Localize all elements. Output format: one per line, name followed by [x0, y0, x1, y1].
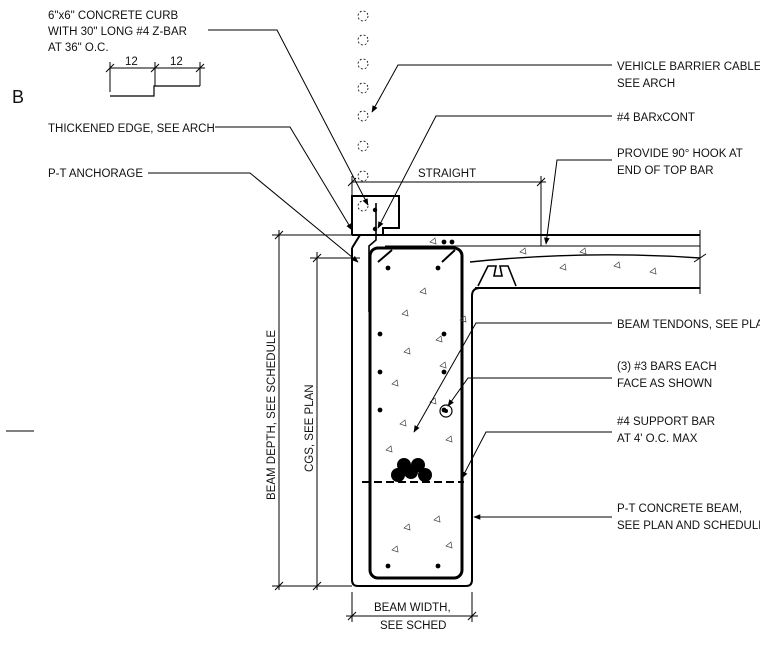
anchorage-leader: [148, 172, 359, 263]
section-letter: B: [12, 87, 24, 107]
cable-leader: [371, 64, 612, 113]
beam-width-label-line2: SEE SCHED: [380, 620, 446, 632]
beam-tendons: [391, 458, 432, 482]
stirrup: [368, 246, 464, 580]
cgs-dimension: CGS, SEE PLAN: [304, 252, 360, 591]
curb-outline: [351, 195, 400, 235]
cable-label-line2: SEE ARCH: [617, 78, 675, 90]
stirrup-hook: [377, 249, 456, 263]
bar-cont-label: #4 BARxCONT: [617, 112, 695, 124]
pt-anchorage-label: P-T ANCHORAGE: [48, 168, 143, 180]
concrete-hatch: [385, 237, 657, 553]
hook-label-line2: END OF TOP BAR: [617, 165, 714, 177]
hook-leader: [544, 159, 612, 245]
tendons-label: BEAM TENDONS, SEE PLAN: [617, 319, 760, 331]
curb-leader: [208, 29, 369, 206]
straight-label: STRAIGHT: [418, 168, 476, 180]
bars3-leader: [447, 377, 612, 407]
cgs-label: CGS, SEE PLAN: [304, 384, 316, 472]
beam-outline: [351, 234, 481, 587]
bars3-label-line2: FACE AS SHOWN: [617, 378, 712, 390]
curb-label-line1: 6"x6" CONCRETE CURB: [48, 10, 179, 22]
beam-label-line1: P-T CONCRETE BEAM,: [617, 503, 742, 515]
bar-callout-center: [444, 409, 448, 413]
bar-cont-leader: [377, 115, 612, 229]
cable-label-line1: VEHICLE BARRIER CABLE,: [617, 61, 760, 73]
slab: [352, 230, 707, 294]
beam-depth-dimension: BEAM DEPTH, SEE SCHEDULE: [266, 230, 352, 591]
tendons-leader: [413, 322, 612, 433]
support-label-line1: #4 SUPPORT BAR: [617, 416, 715, 428]
dim-right-value: 12: [170, 56, 183, 68]
curb-label-line3: AT 36" O.C.: [48, 42, 109, 54]
bars3-label-line1: (3) #3 BARS EACH: [617, 361, 717, 373]
beam-depth-label: BEAM DEPTH, SEE SCHEDULE: [266, 330, 278, 500]
thickened-edge-leader: [215, 126, 353, 231]
curb-dimension-sketch: 12 12: [105, 56, 205, 97]
beam-width-dimension: BEAM WIDTH, SEE SCHED: [346, 592, 478, 632]
curb-label-line2: WITH 30" LONG #4 Z-BAR: [48, 26, 187, 38]
dim-left-value: 12: [125, 56, 138, 68]
side-bars: [377, 239, 455, 569]
beam-label-line2: SEE PLAN AND SCHEDULE: [617, 520, 760, 532]
bar-callout-dot: [439, 404, 453, 418]
barrier-cable-circles: [357, 10, 369, 212]
support-leader: [461, 431, 612, 479]
straight-dimension: STRAIGHT: [347, 168, 546, 246]
hook-label-line1: PROVIDE 90° HOOK AT: [617, 148, 743, 160]
support-chair: [477, 265, 517, 287]
thickened-edge-label: THICKENED EDGE, SEE ARCH: [48, 123, 215, 135]
support-label-line2: AT 4' O.C. MAX: [617, 433, 698, 445]
beam-width-label-line1: BEAM WIDTH,: [374, 602, 451, 614]
